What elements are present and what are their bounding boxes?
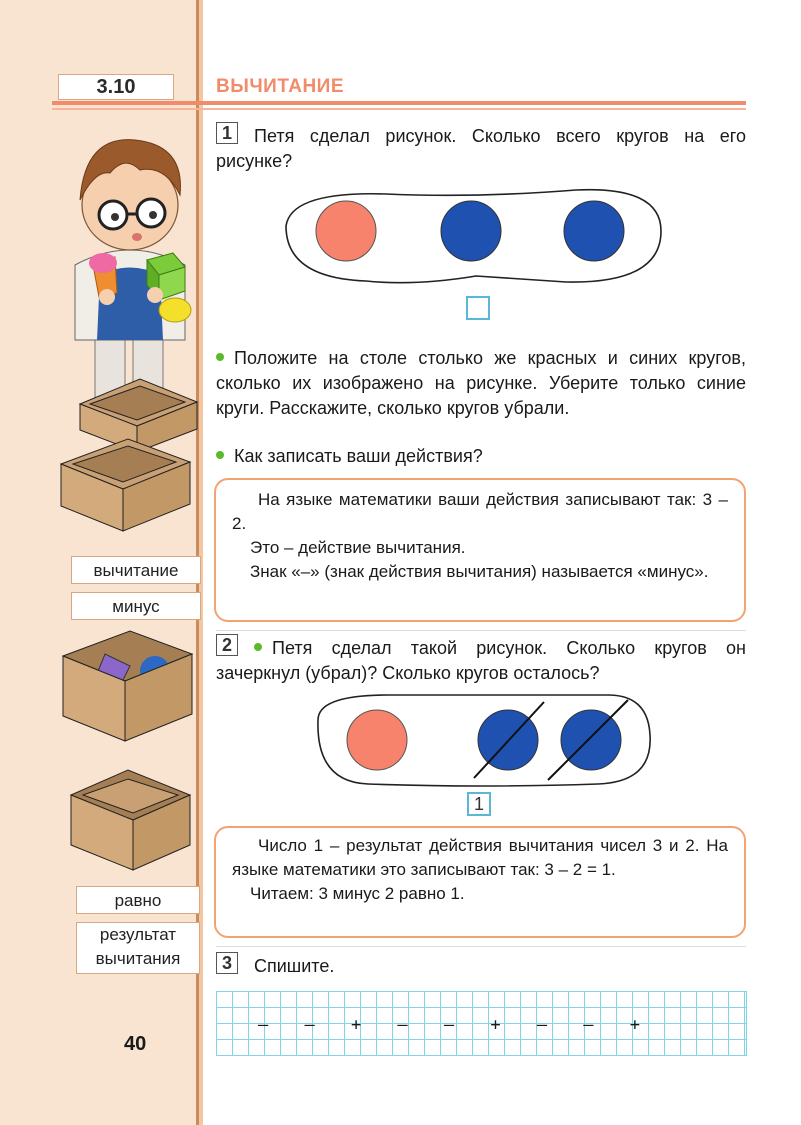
task-3-text: Спишите. xyxy=(254,956,335,976)
cross-out-line xyxy=(473,701,545,779)
rule-1-line-1: На языке математики ваши действия записы… xyxy=(232,490,728,533)
task-1-bullet-2-text: Как записать ваши действия? xyxy=(234,446,483,466)
bullet-icon xyxy=(216,353,224,362)
boy-illustration xyxy=(74,139,192,400)
task-1-bullet-1: Положите на столе столько же красных и с… xyxy=(216,346,746,421)
rule-1-line-3: Знак «–» (знак действия вычитания) назыв… xyxy=(250,562,709,581)
box-illustration xyxy=(69,769,192,871)
page-number: 40 xyxy=(124,1033,147,1055)
blue-circle-crossed xyxy=(560,709,622,771)
red-circle xyxy=(315,200,377,262)
rule-box-result: Число 1 – результат действия вычитания ч… xyxy=(214,826,746,938)
box-with-figures xyxy=(61,630,194,742)
term-label-subtraction: вычитание xyxy=(71,556,201,584)
task-3-number: 3 xyxy=(216,952,238,974)
rule-2-line-2: Читаем: 3 минус 2 равно 1. xyxy=(250,884,465,903)
title-underline-thin xyxy=(52,108,746,110)
rule-box-subtraction: На языке математики ваши действия записы… xyxy=(214,478,746,622)
separator-line xyxy=(216,946,746,947)
task-2-circles-picture xyxy=(317,694,651,787)
writing-grid[interactable] xyxy=(216,991,747,1056)
term-label-minus: минус xyxy=(71,592,201,620)
term-label-difference-line1: результат xyxy=(99,925,177,944)
blue-circle xyxy=(440,200,502,262)
red-circle xyxy=(346,709,408,771)
grid-sample-signs: – – + – – + – – + xyxy=(258,1015,642,1035)
page-title: ВЫЧИТАНИЕ xyxy=(216,76,345,97)
title-underline xyxy=(52,101,746,105)
task-1-answer-box[interactable] xyxy=(466,296,490,320)
task-1-circles-picture xyxy=(285,188,662,284)
section-number: 3.10 xyxy=(58,74,174,100)
task-2-number: 2 xyxy=(216,634,238,656)
task-2-text-content: Петя сделал такой рисунок. Сколько круго… xyxy=(216,638,746,683)
task-1-bullet-1-text: Положите на столе столько же красных и с… xyxy=(216,348,746,418)
term-label-equals: равно xyxy=(76,886,200,914)
rule-2-line-1: Число 1 – результат действия вычитания ч… xyxy=(232,836,728,879)
rule-1-line-2: Это – действие вычитания. xyxy=(250,538,466,557)
task-1-number: 1 xyxy=(216,122,238,144)
box-illustration xyxy=(78,378,199,453)
term-label-difference-line2: вычитания xyxy=(95,949,181,968)
task-2-answer-box: 1 xyxy=(467,792,491,816)
task-1-bullet-2: Как записать ваши действия? xyxy=(216,444,746,469)
separator-line xyxy=(216,630,746,631)
cross-out-line xyxy=(547,699,629,781)
blue-circle xyxy=(563,200,625,262)
bullet-icon xyxy=(254,643,262,652)
bullet-icon xyxy=(216,451,224,460)
task-1-text: Петя сделал рисунок. Сколько всего круго… xyxy=(216,126,746,171)
box-illustration xyxy=(59,438,192,532)
task-2-text: Петя сделал такой рисунок. Сколько круго… xyxy=(216,636,746,686)
term-label-difference: результат вычитания xyxy=(76,922,200,974)
